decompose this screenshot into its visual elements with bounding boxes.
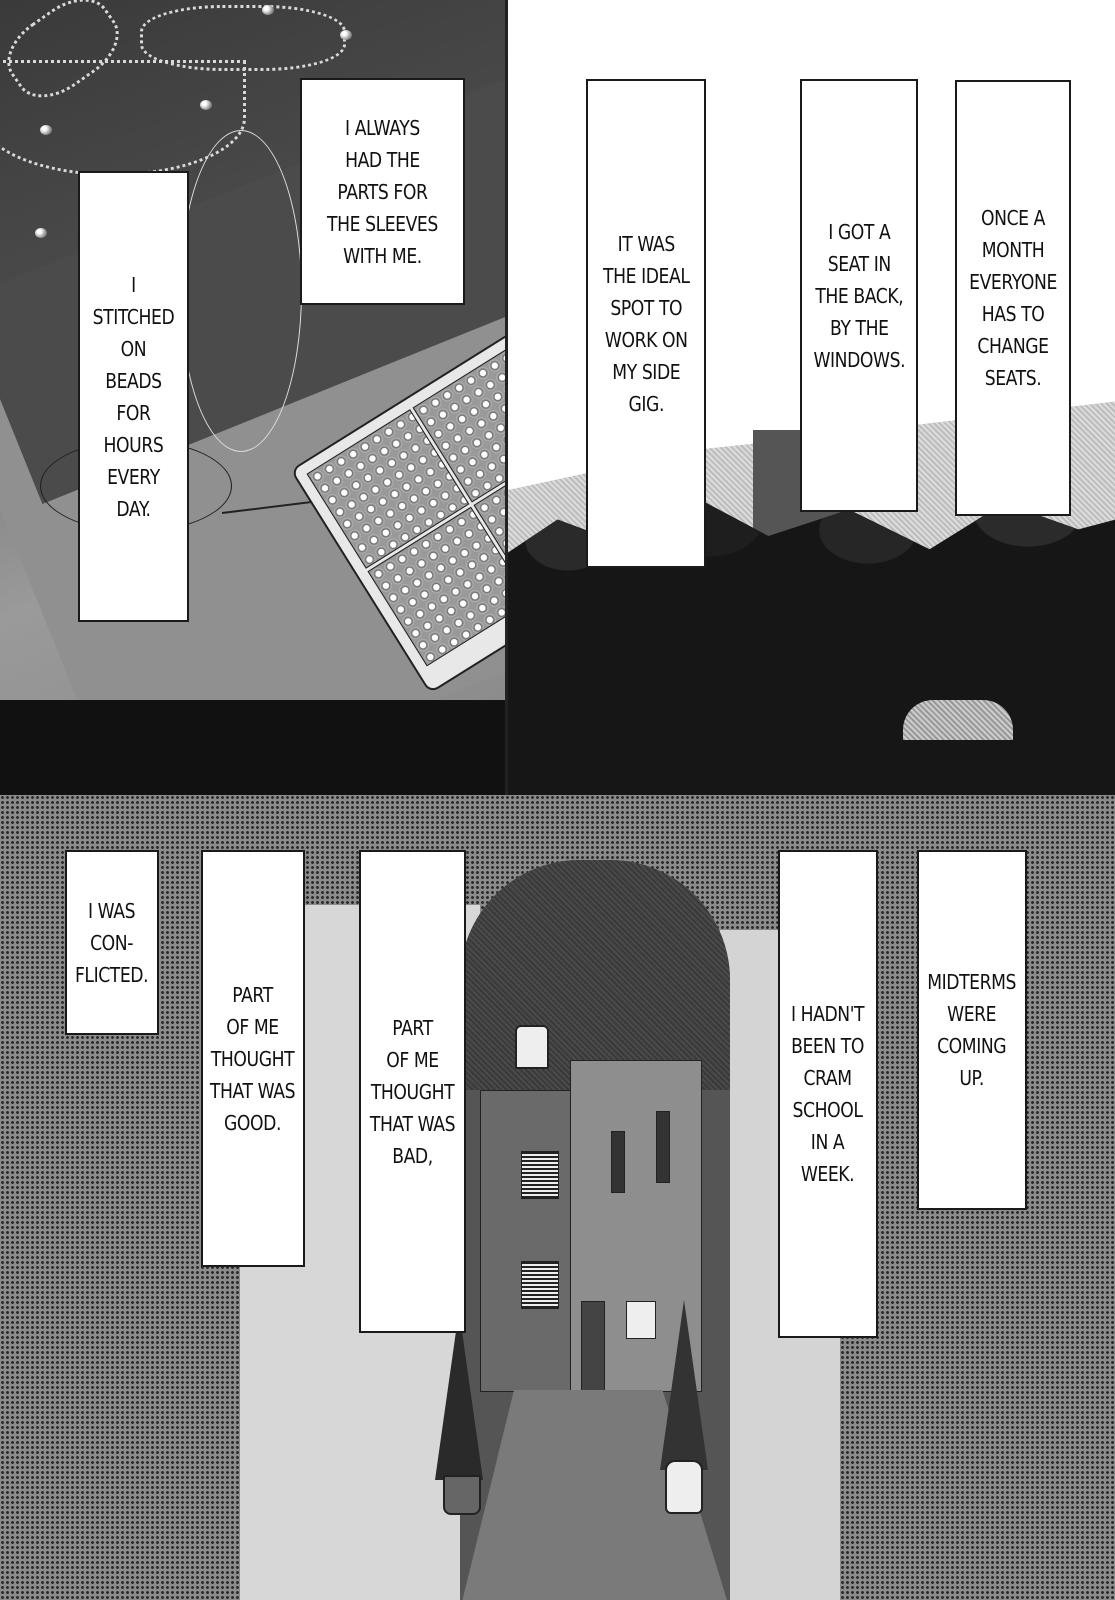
plant-pot xyxy=(665,1460,703,1514)
caption-text: MIDTERMS WERE COMING UP. xyxy=(927,970,1017,1090)
caption-box: MIDTERMS WERE COMING UP. xyxy=(917,850,1027,1210)
caption-text: I WAS CON- FLICTED. xyxy=(75,898,149,987)
plant-pot xyxy=(443,1475,481,1515)
window xyxy=(626,1301,656,1339)
shelter-roof xyxy=(903,700,1013,740)
bead xyxy=(340,30,352,40)
caption-box: I WAS CON- FLICTED. xyxy=(65,850,159,1035)
caption-box: IT WAS THE IDEAL SPOT TO WORK ON MY SIDE… xyxy=(586,79,706,568)
caption-box: I STITCHED ON BEADS FOR HOURS EVERY DAY. xyxy=(78,171,189,622)
potted-tree xyxy=(435,1310,483,1480)
caption-box: I ALWAYS HAD THE PARTS FOR THE SLEEVES W… xyxy=(300,78,465,305)
caption-text: I HADN'T BEEN TO CRAM SCHOOL IN A WEEK. xyxy=(791,1002,865,1186)
caption-text: I GOT A SEAT IN THE BACK, BY THE WINDOWS… xyxy=(813,219,905,372)
caption-box: PART OF ME THOUGHT THAT WAS GOOD. xyxy=(201,850,305,1267)
caption-text: I ALWAYS HAD THE PARTS FOR THE SLEEVES W… xyxy=(327,115,438,268)
caption-box: I HADN'T BEEN TO CRAM SCHOOL IN A WEEK. xyxy=(778,850,878,1338)
dark-foliage-strip xyxy=(0,700,505,795)
panel-school-exterior: IT WAS THE IDEAL SPOT TO WORK ON MY SIDE… xyxy=(505,0,1115,795)
door xyxy=(581,1301,605,1393)
caption-box: ONCE A MONTH EVERYONE HAS TO CHANGE SEAT… xyxy=(955,80,1071,516)
bead xyxy=(262,5,274,15)
window xyxy=(656,1111,670,1183)
bead xyxy=(35,228,47,238)
thread xyxy=(180,130,302,452)
window-shutter xyxy=(521,1261,559,1309)
street-lamp xyxy=(515,1025,549,1069)
bead xyxy=(40,125,52,135)
window xyxy=(611,1131,625,1193)
caption-text: I STITCHED ON BEADS FOR HOURS EVERY DAY. xyxy=(92,272,175,521)
panel-alley-street: I WAS CON- FLICTED. PART OF ME THOUGHT T… xyxy=(0,795,1115,1600)
panel-beadwork: I ALWAYS HAD THE PARTS FOR THE SLEEVES W… xyxy=(0,0,505,700)
caption-box: PART OF ME THOUGHT THAT WAS BAD, xyxy=(359,850,466,1333)
caption-box: I GOT A SEAT IN THE BACK, BY THE WINDOWS… xyxy=(800,79,918,512)
caption-text: IT WAS THE IDEAL SPOT TO WORK ON MY SIDE… xyxy=(602,231,690,416)
potted-plant xyxy=(660,1300,708,1470)
window-shutter xyxy=(521,1151,559,1199)
alley-scene xyxy=(435,860,730,1600)
caption-text: ONCE A MONTH EVERYONE HAS TO CHANGE SEAT… xyxy=(969,206,1057,390)
bead xyxy=(200,100,212,110)
night-sky xyxy=(460,860,730,1090)
caption-text: PART OF ME THOUGHT THAT WAS BAD, xyxy=(369,1015,456,1168)
caption-text: PART OF ME THOUGHT THAT WAS GOOD. xyxy=(210,982,296,1135)
